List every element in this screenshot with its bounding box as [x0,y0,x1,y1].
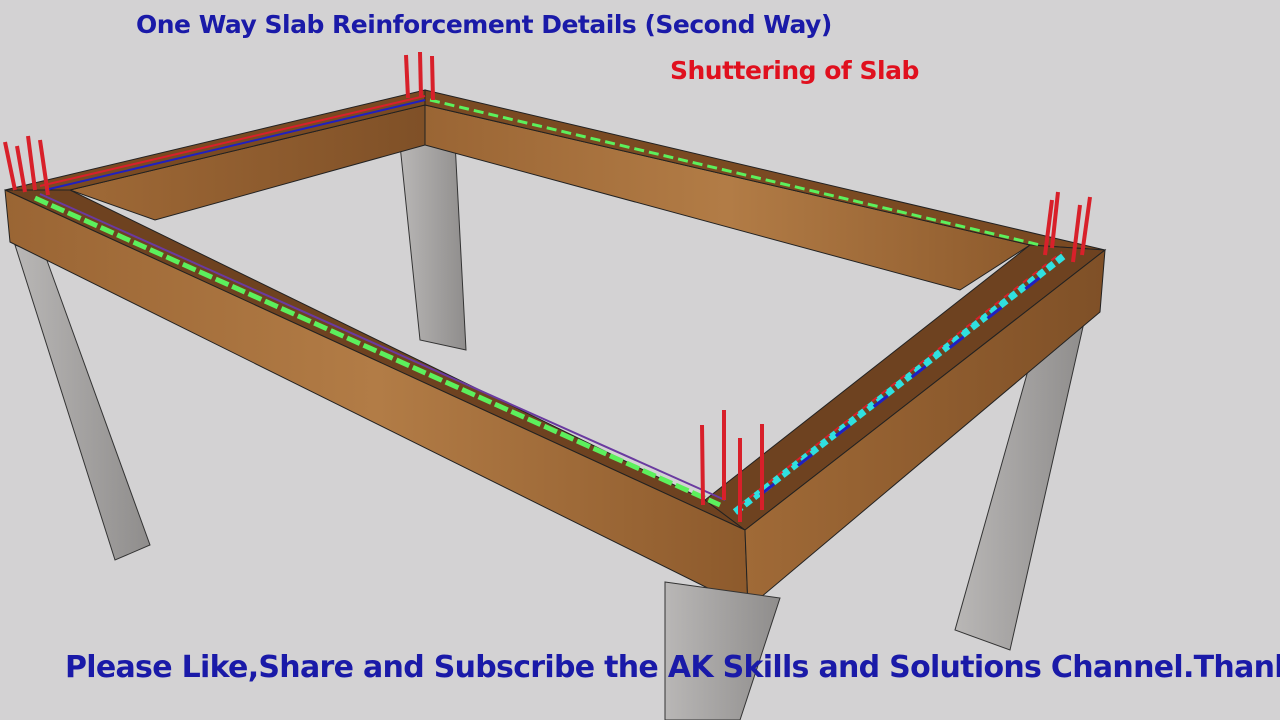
column-bars-front [700,410,764,522]
column-bars-right [1043,191,1092,263]
column-front [664,581,781,720]
rebar-cage-front-left [33,193,726,508]
column-bars-left [3,135,50,196]
column-back [399,141,467,351]
page-title: One Way Slab Reinforcement Details (Seco… [136,10,832,39]
beam-outer-face-front-right [744,248,1106,610]
subtitle: Shuttering of Slab [670,56,919,85]
rebar-cage-front-right [732,251,1068,515]
rebar-cage-back [39,95,1041,247]
beam-inner-face-back [424,104,1032,291]
footer-message: Please Like,Share and Subscribe the AK S… [65,650,1280,685]
column-bars-back [404,51,435,101]
